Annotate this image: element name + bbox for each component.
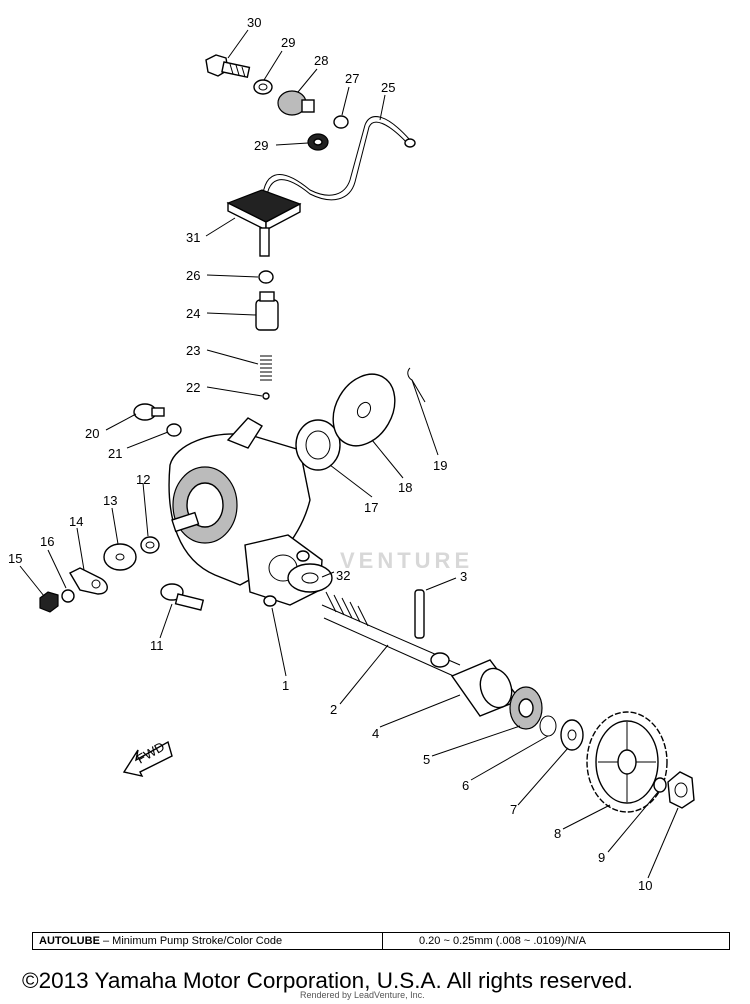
ring-26 (258, 270, 274, 284)
leader-lines (19, 29, 679, 879)
callout-21: 21 (108, 446, 122, 461)
lever-14 (69, 567, 108, 595)
callout-23: 23 (186, 343, 200, 358)
callout-18: 18 (398, 480, 412, 495)
shaft-2 (321, 591, 461, 679)
bolt-30 (205, 54, 251, 79)
pin-3 (414, 589, 425, 639)
bearing-5 (509, 686, 543, 730)
plate-13 (103, 543, 137, 571)
callout-3: 3 (460, 569, 467, 584)
pipe-25 (261, 116, 416, 208)
callout-27: 27 (345, 71, 359, 86)
washer-16 (61, 589, 75, 603)
spec-label: AUTOLUBE (39, 935, 100, 947)
callout-30: 30 (247, 15, 261, 30)
callout-29-lower: 29 (254, 138, 268, 153)
disc-18 (332, 373, 396, 447)
rendered-by-credit: Rendered by LeadVenture, Inc. (300, 990, 425, 1000)
forward-arrow: FWD (122, 739, 173, 778)
callout-5: 5 (423, 752, 430, 767)
callout-11: 11 (150, 638, 164, 653)
callout-32: 32 (336, 568, 350, 583)
callout-22: 22 (186, 380, 200, 395)
cotter-pin-19 (407, 367, 426, 403)
callout-10: 10 (638, 878, 652, 893)
callout-labels: 30 29 28 27 25 29 31 26 24 23 22 20 21 1… (8, 15, 652, 893)
parts-diagram: FWD 30 (8, 15, 695, 893)
spec-value: 0.20 ~ 0.25mm (.008 ~ .0109)/N/A (419, 935, 586, 947)
damper-plate-31 (226, 189, 302, 257)
callout-28: 28 (314, 53, 328, 68)
callout-16: 16 (40, 534, 54, 549)
washer-7 (560, 719, 584, 751)
nut-15 (39, 591, 59, 613)
callout-17: 17 (364, 500, 378, 515)
callout-8: 8 (554, 826, 561, 841)
callout-9: 9 (598, 850, 605, 865)
callout-4: 4 (372, 726, 379, 741)
ball-22 (262, 392, 270, 400)
washer-29-top (253, 79, 273, 95)
spring-23 (260, 355, 272, 381)
circlip-6 (539, 715, 557, 737)
callout-15: 15 (8, 551, 22, 566)
callout-20: 20 (85, 426, 99, 441)
callout-26: 26 (186, 268, 200, 283)
callout-14: 14 (69, 514, 83, 529)
watermark: VENTURE (340, 548, 474, 573)
callout-12: 12 (136, 472, 150, 487)
callout-19: 19 (433, 458, 447, 473)
spec-table: AUTOLUBE – Minimum Pump Stroke/Color Cod… (32, 932, 730, 950)
copyright-notice: ©2013 Yamaha Motor Corporation, U.S.A. A… (22, 968, 634, 993)
gasket-32 (287, 563, 333, 593)
nut-27 (333, 115, 349, 129)
gear-8 (586, 711, 668, 813)
callout-29: 29 (281, 35, 295, 50)
callout-31: 31 (186, 230, 200, 245)
washer-12 (140, 536, 160, 554)
nut-10 (667, 771, 695, 809)
callout-24: 24 (186, 306, 200, 321)
spec-description: – Minimum Pump Stroke/Color Code (99, 935, 283, 947)
spec-label-cell: AUTOLUBE – Minimum Pump Stroke/Color Cod… (33, 933, 383, 949)
screw-20 (133, 403, 165, 421)
callout-7: 7 (510, 802, 517, 817)
washer-29-bottom (307, 133, 329, 151)
banjo-28 (277, 90, 315, 116)
bolt-11 (160, 583, 205, 611)
oil-seal-17 (295, 419, 341, 471)
washer-21 (166, 423, 182, 437)
callout-2: 2 (330, 702, 337, 717)
plunger-24 (255, 291, 279, 331)
callout-25: 25 (381, 80, 395, 95)
callout-1: 1 (282, 678, 289, 693)
washer-9 (653, 777, 667, 793)
callout-13: 13 (103, 493, 117, 508)
callout-6: 6 (462, 778, 469, 793)
